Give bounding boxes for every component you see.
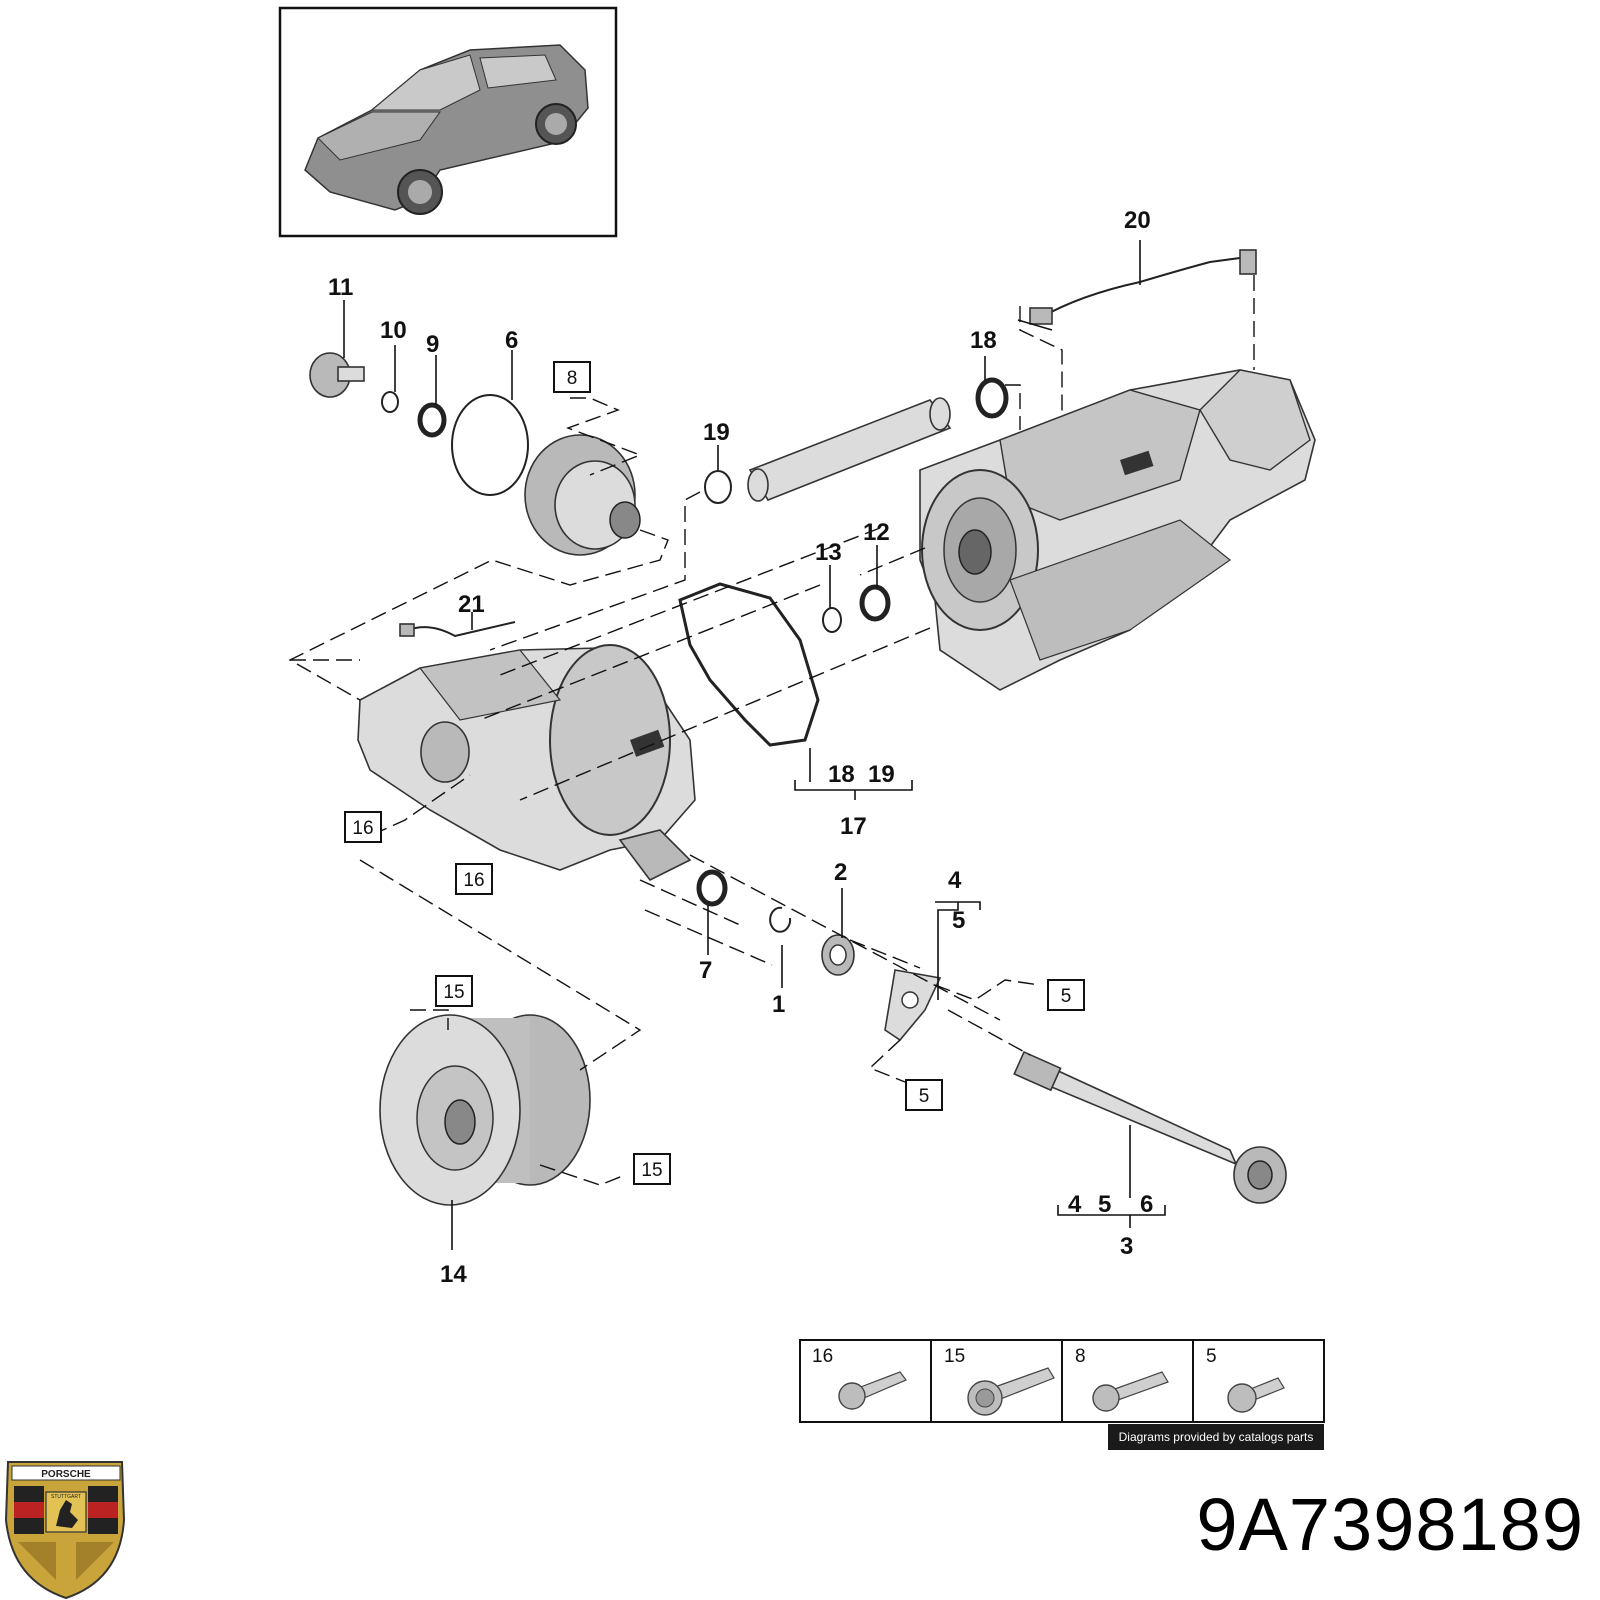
callout-5-sub: 5 (1098, 1191, 1111, 1218)
credit-bar: Diagrams provided by catalogs parts (1108, 1424, 1324, 1450)
bearing-2 (821, 934, 855, 976)
short-bolt-icon (1227, 1377, 1285, 1413)
gasket-17 (678, 582, 820, 747)
callout-5: 5 (952, 907, 965, 934)
boxed-callout-5-a: 5 (1061, 986, 1072, 1007)
porsche-crest-icon: PORSCHE STUTTGART (4, 1461, 126, 1600)
callout-6: 6 (505, 327, 518, 354)
sensor-wire-21 (399, 621, 516, 638)
fastener-cell-label-16: 16 (812, 1346, 833, 1367)
callout-18: 18 (970, 327, 997, 354)
flange-11 (309, 352, 365, 398)
callout-1: 1 (772, 991, 785, 1018)
callout-17: 17 (840, 813, 867, 840)
callout-4: 4 (948, 867, 962, 894)
credit-text: Diagrams provided by catalogs parts (1119, 1430, 1314, 1444)
o-ring-19 (704, 470, 732, 504)
clutch-drum-14 (379, 1014, 591, 1206)
boxed-callout-15-b: 15 (641, 1160, 662, 1181)
callout-2: 2 (834, 859, 847, 886)
bolt-icon (838, 1371, 907, 1410)
callout-9: 9 (426, 331, 439, 358)
boxed-callout-16-a: 16 (352, 818, 373, 839)
seal-ring-9 (417, 402, 447, 438)
flange-bolt-icon (967, 1367, 1055, 1416)
bracket-4 (884, 969, 942, 1042)
callout-20: 20 (1124, 207, 1151, 234)
callout-21: 21 (458, 591, 485, 618)
boxed-callouts: 8 16 16 15 15 5 5 (344, 361, 1085, 1185)
callout-4-sub: 4 (1068, 1191, 1082, 1218)
fastener-table: 16 15 8 5 (799, 1339, 1325, 1423)
fastener-cell-label-15: 15 (944, 1346, 965, 1367)
tube (747, 397, 952, 502)
boxed-callout-8: 8 (567, 368, 578, 389)
callout-13: 13 (815, 539, 842, 566)
seal-ring-7 (696, 869, 728, 907)
transmission-assembly (919, 369, 1316, 691)
circlip-13 (822, 607, 842, 633)
dashed-leaders (288, 397, 1041, 1186)
callout-19: 19 (703, 419, 730, 446)
logo-subtext: STUTTGART (51, 1494, 81, 1500)
fastener-cell-label-8: 8 (1075, 1346, 1086, 1367)
circlip-10 (381, 391, 399, 413)
boxed-callout-16-b: 16 (463, 870, 484, 891)
callout-18-sub: 18 (828, 761, 855, 788)
callout-7: 7 (699, 957, 712, 984)
callout-6-sub: 6 (1140, 1191, 1153, 1218)
fastener-cell-label-5: 5 (1206, 1346, 1217, 1367)
callout-10: 10 (380, 317, 407, 344)
boxed-callout-5-b: 5 (919, 1086, 930, 1107)
bolt-icon (1092, 1371, 1169, 1412)
seal-ring-18 (975, 377, 1009, 419)
part-number: 9A7398189 (1196, 1483, 1584, 1566)
callout-11: 11 (328, 274, 353, 301)
callout-3: 3 (1120, 1233, 1133, 1260)
wiring-harness-20 (1017, 249, 1257, 331)
boxed-callout-15-a: 15 (443, 982, 464, 1003)
callout-19-sub: 19 (868, 761, 895, 788)
vehicle-thumbnail (278, 6, 618, 238)
callout-12: 12 (863, 519, 890, 546)
callouts: 11 10 9 6 20 18 19 13 12 21 18 19 17 2 4… (328, 207, 1153, 1288)
solid-leaders (343, 240, 1166, 1250)
differential-gear (524, 434, 641, 556)
driveshaft-3 (1013, 1050, 1287, 1204)
seal-ring-12 (859, 584, 891, 622)
transfer-case-housing (357, 644, 696, 882)
callout-14: 14 (440, 1261, 467, 1288)
o-ring-6 (451, 394, 529, 496)
circlip-1 (769, 906, 792, 933)
logo-text: PORSCHE (41, 1469, 91, 1480)
